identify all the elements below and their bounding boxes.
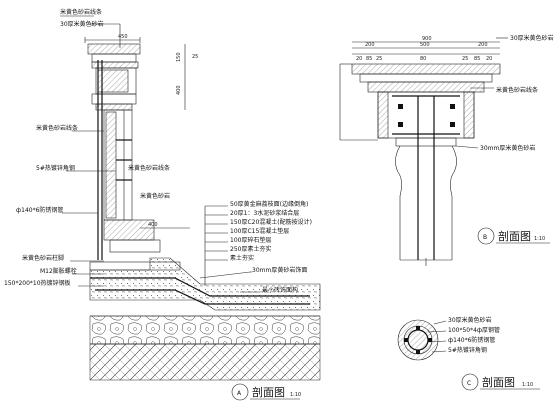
dim-b-200b: 200 (478, 42, 488, 48)
label-mid2: 5#热镀锌角钢 (36, 164, 75, 172)
layer-0: 50厚黄金麻荔枝面(边缘倒角) (230, 200, 308, 208)
layer-callouts: 50厚黄金麻荔枝面(边缘倒角) 20厚1：3水泥砂浆结合层 150厚C20混凝土… (199, 200, 312, 294)
b-cap (351, 63, 501, 75)
dim-b-s4: 25 (462, 56, 468, 62)
title-c: 剖面图 (482, 375, 515, 389)
label-mid4: 米黄色砂岩 (140, 192, 170, 200)
badge-c (461, 373, 479, 391)
dim-b-s5: 85 (474, 56, 480, 62)
dim-b-s0: 20 (356, 56, 362, 62)
callout-1: 30mm厚黄砂岩饰面 (252, 266, 307, 274)
title-b: 剖面图 (498, 229, 531, 243)
label-pipe: ф140*6防锈钢管 (16, 206, 63, 214)
dim-400-h: 400 (148, 222, 158, 228)
label-bot2: M12膨胀螺栓 (40, 267, 77, 275)
dim-b-s3: 80 (420, 56, 426, 62)
left-labels: 米黄色砂岩线条 30厚米黄色砂岩 米黄色砂岩线条 5#热镀锌角钢 米黄色砂岩线条… (4, 8, 170, 287)
column-base (103, 219, 155, 241)
gravel-layer (89, 315, 321, 345)
b-label-top: 30厚米黄色砂岩 (510, 34, 554, 42)
layer-3: 100厚C15混凝土垫层 (230, 227, 289, 235)
dim-b-200a: 200 (365, 42, 375, 48)
c-label-4: 5#热镀锌角钢 (448, 346, 487, 354)
dim-400-v: 400 (176, 85, 182, 95)
section-b: 900 200 500 200 20 85 25 80 25 85 20 (339, 34, 554, 266)
soil-layer (89, 343, 321, 381)
b-label-mid: 米黄色砂岩线条 (496, 86, 538, 94)
dim-b-900: 900 (422, 36, 432, 42)
badge-a-text: A (237, 390, 242, 397)
label-top1: 米黄色砂岩线条 (60, 8, 102, 16)
dim-b-500: 500 (420, 42, 430, 48)
dim-25: 25 (192, 54, 198, 60)
cap-stone (87, 43, 141, 55)
dim-b-s2: 25 (376, 56, 382, 62)
b-label-low: 30mm厚米黄色砂岩 (480, 144, 535, 152)
badge-c-text: C (467, 380, 471, 387)
callout-2: 最小砖饰面构 (262, 286, 298, 294)
label-top2: 30厚米黄色砂岩 (60, 20, 104, 28)
dim-b-s1: 85 (366, 56, 372, 62)
scale-a: 1:10 (290, 392, 301, 398)
badge-b-text: B (483, 234, 487, 241)
dim-b-s6: 20 (486, 56, 492, 62)
section-a: 450 150 400 25 400 (4, 8, 321, 401)
layer-1: 20厚1：3水泥砂浆结合层 (230, 209, 299, 217)
label-bot1: 米黄色砂岩柱脚 (22, 254, 64, 262)
c-label-2: 100*50*4ф厚钢管 (448, 326, 500, 334)
label-mid3: 米黄色砂岩线条 (128, 164, 170, 172)
layer-4: 100厚碎石垫层 (230, 236, 271, 244)
c-label-1: 30厚米黄色砂岩 (448, 316, 492, 324)
label-bot3: 150*200*10热镀锌钢板 (4, 279, 71, 287)
layer-2: 150厚C20混凝土(配筋按设计) (230, 218, 312, 226)
section-c: 30厚米黄色砂岩 100*50*4ф厚钢管 ф140*6防锈钢管 5#热镀锌角钢… (397, 316, 540, 391)
layer-6: 素土夯实 (230, 254, 254, 262)
scale-b: 1:10 (534, 236, 545, 242)
layer-5: 250厚素土夯实 (230, 245, 271, 253)
scale-c: 1:10 (522, 382, 533, 388)
c-label-3: ф140*6防锈钢管 (448, 336, 495, 344)
dim-150: 150 (176, 52, 182, 62)
title-a: 剖面图 (252, 385, 285, 399)
label-mid1: 米黄色砂岩线条 (36, 124, 78, 132)
badge-b (477, 227, 495, 245)
badge-a (231, 383, 249, 401)
dim-450: 450 (118, 34, 128, 40)
